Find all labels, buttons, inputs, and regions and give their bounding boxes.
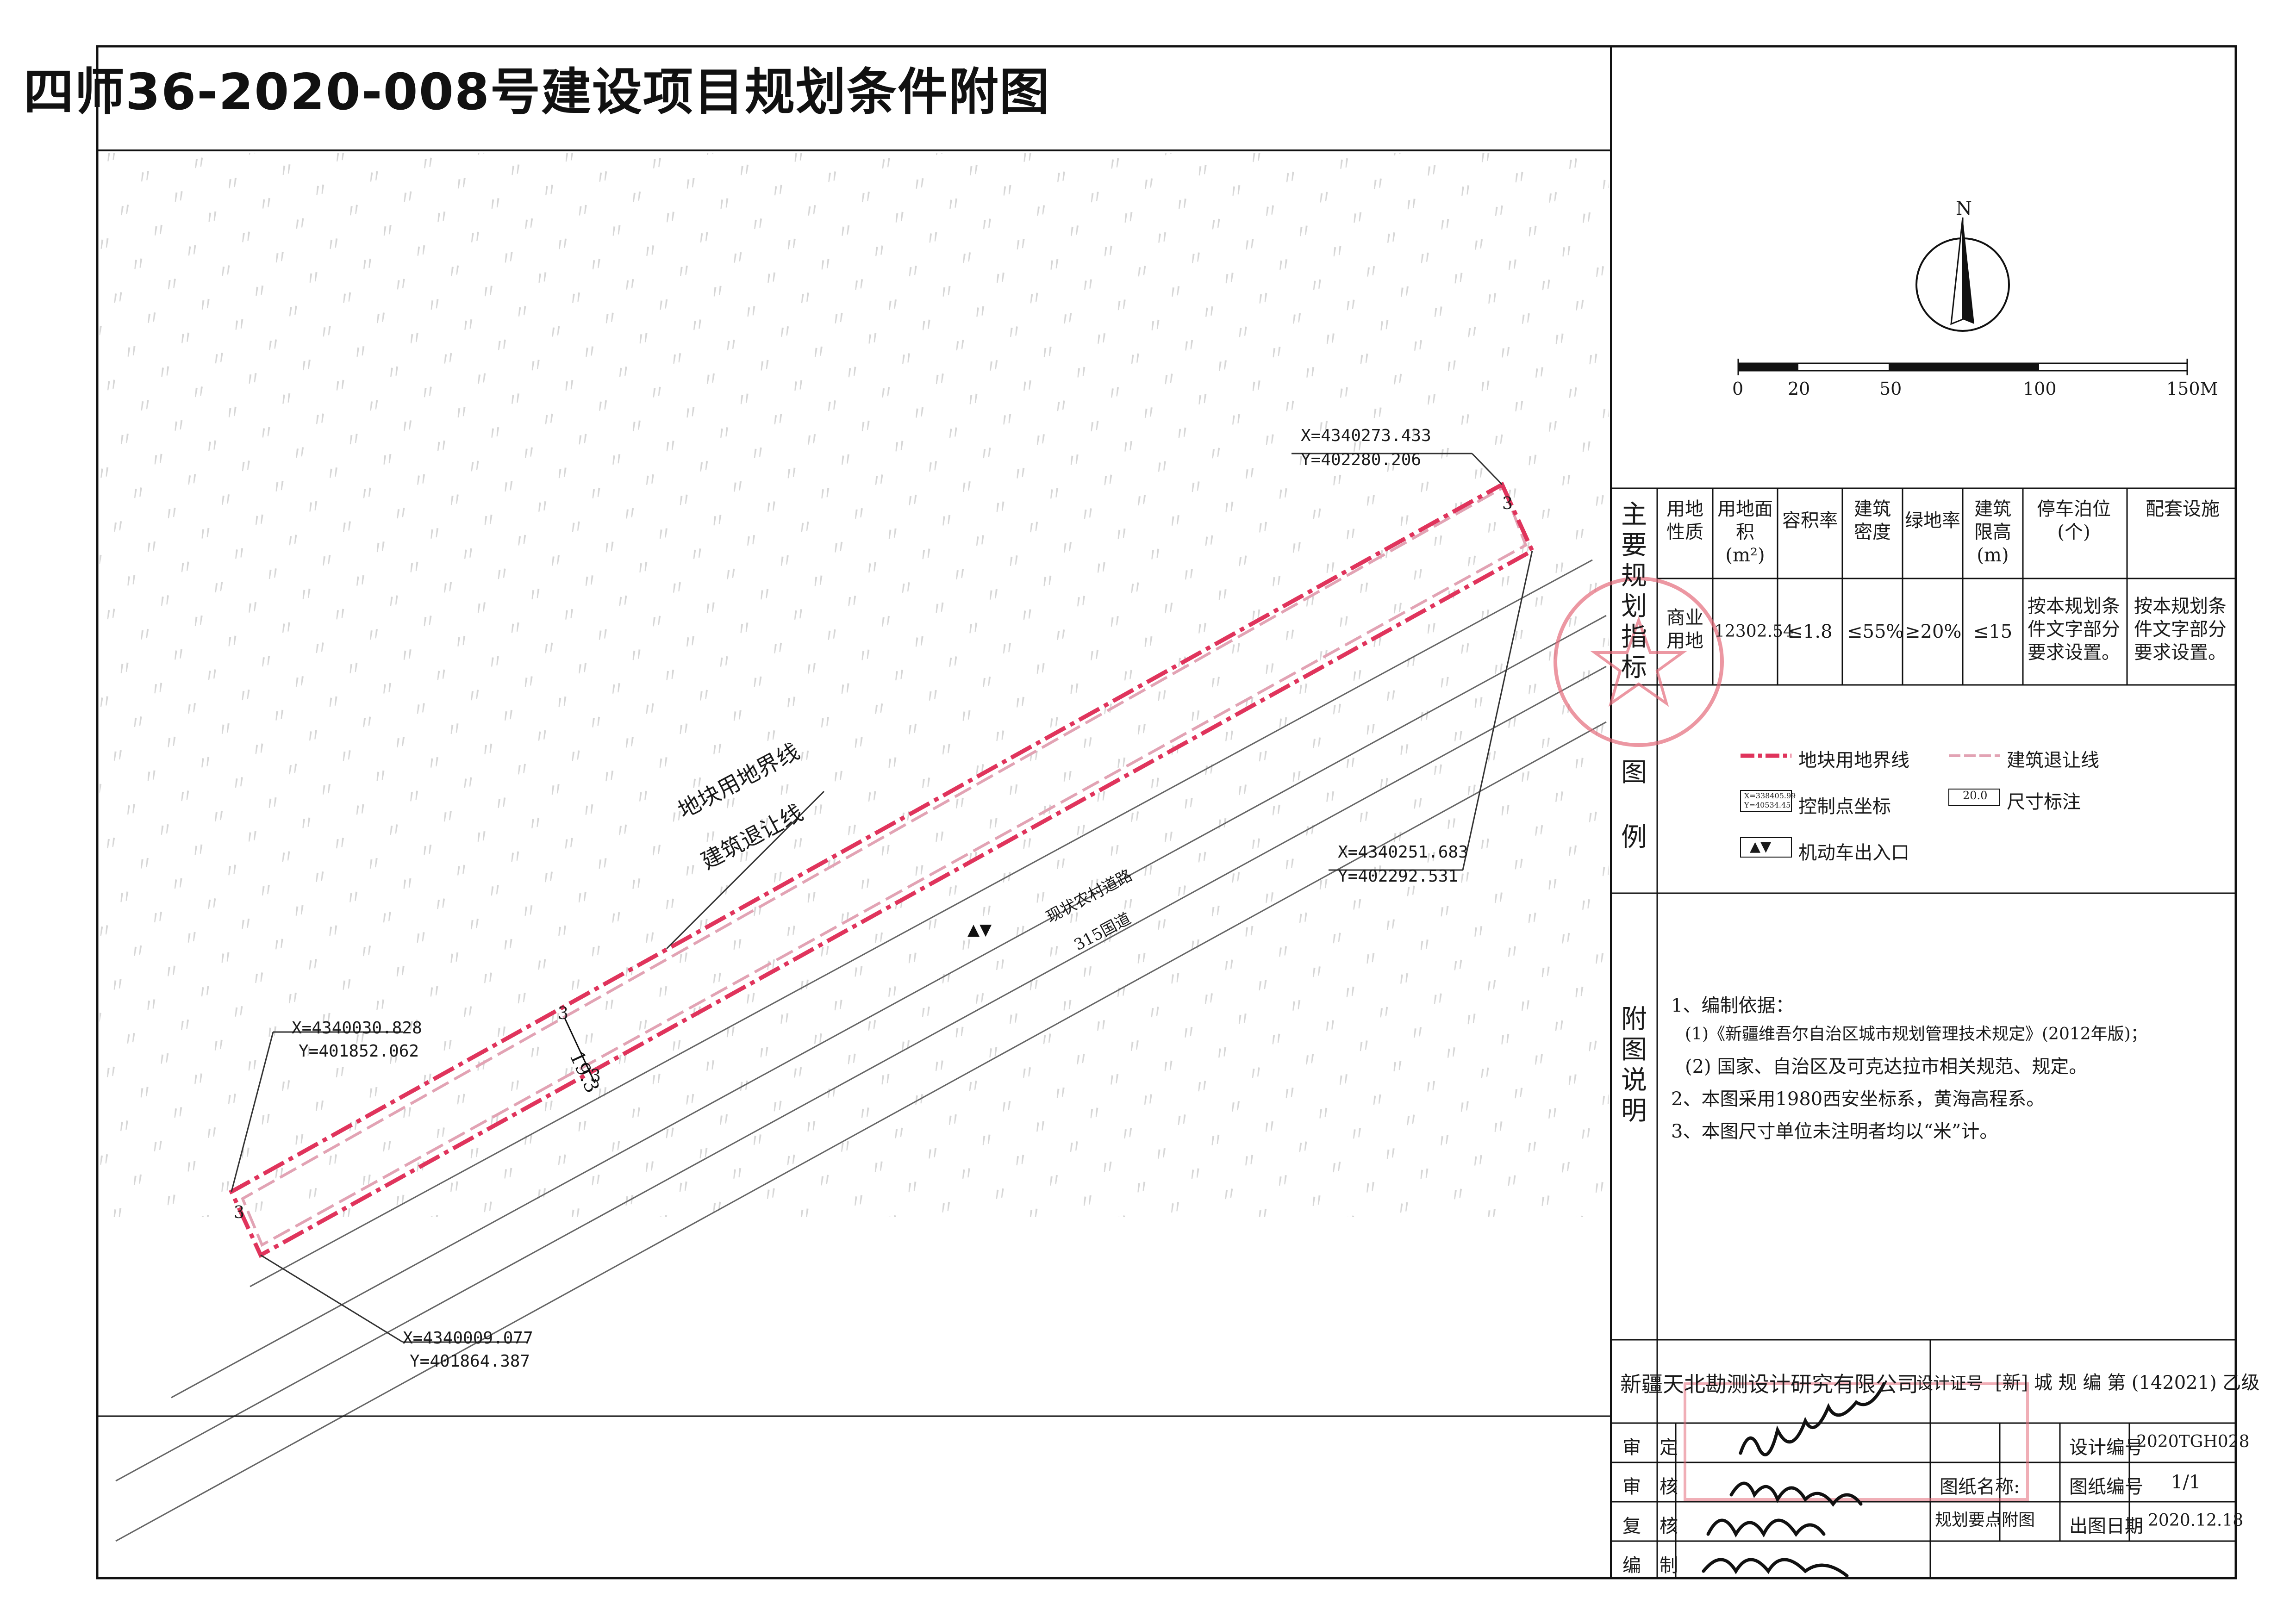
road-edge-3 (115, 665, 1607, 1482)
coord-pt3-x: X=4340030.828 (292, 1019, 422, 1038)
north-label: N (1956, 198, 1972, 219)
legend-access-label: 机动车出入口 (1798, 842, 1909, 864)
setback-dim-label-left: 3 (234, 1203, 244, 1222)
notes-section-label: 附图说明 (1621, 1004, 1647, 1126)
scale-tick-100: 100 (2023, 379, 2057, 399)
official-seal (1554, 577, 1724, 747)
date-value: 2020.12.18 (2148, 1511, 2244, 1530)
signature-check (1706, 1518, 1826, 1538)
note-line-4: 2、本图采用1980西安坐标系，黄海高程系。 (1671, 1088, 2045, 1110)
leader-callout (666, 790, 825, 950)
coord-pt2-y: Y=402292.531 (1338, 867, 1459, 886)
drawing-name: 规划要点附图 (1935, 1511, 2035, 1530)
road-edge-4 (115, 721, 1607, 1542)
legend-boundary-label: 地块用地界线 (1798, 750, 1909, 771)
legend-control-point-label: 控制点坐标 (1798, 796, 1891, 817)
indicator-header-facilities: 配套设施 (2146, 498, 2220, 520)
legend-dim-sample-value: 20.0 (1963, 789, 1988, 802)
scale-bar (1737, 359, 2188, 375)
outer-frame (96, 45, 2237, 1579)
page-title: 四师36-2020-008号建设项目规划条件附图 (24, 32, 1578, 143)
indicator-header-parking: 停车泊位(个) (2037, 498, 2111, 543)
indicator-value-facilities: 按本规划条件文字部分要求设置。 (2134, 596, 2227, 663)
indicator-header-area: 用地面积(m²) (1717, 498, 1773, 566)
legend-dimension-label: 尺寸标注 (2007, 791, 2081, 813)
drawing-no-label: 图纸编号 (2069, 1476, 2143, 1498)
scale-tick-0: 0 (1732, 379, 1744, 399)
note-line-2: (1)《新疆维吾尔自治区城市规划管理技术规定》(2012年版)； (1685, 1025, 2147, 1044)
cert-label: 设计证号 (1916, 1374, 1984, 1393)
signature-compile (1702, 1558, 1849, 1578)
page-title-text: 四师36-2020-008号建设项目规划条件附图 (24, 63, 1050, 121)
road-edge-2 (171, 615, 1607, 1399)
signature-review (1729, 1481, 1863, 1507)
legend-access-sample (1740, 837, 1792, 858)
design-no: 2020TGH028 (2136, 1432, 2250, 1451)
coord-pt3-y: Y=401852.062 (299, 1042, 419, 1061)
design-no-label: 设计编号 (2069, 1437, 2143, 1458)
indicator-header-height: 建筑限高(m) (1974, 498, 2011, 566)
setback-line (241, 485, 1528, 1247)
leader-pt3 (231, 1032, 274, 1192)
indicator-value-density: ≤55% (1847, 621, 1904, 642)
scale-tick-20: 20 (1788, 379, 1810, 399)
signature-approve (1739, 1382, 1886, 1456)
drawing-name-label: 图纸名称: (1940, 1476, 2020, 1498)
drawing-no: 1/1 (2171, 1472, 2201, 1493)
company-name: 新疆天北勘测设计研究有限公司 (1620, 1372, 1918, 1397)
indicator-header-green: 绿地率 (1905, 510, 1960, 531)
indicator-value-height: ≤15 (1973, 621, 2013, 642)
coord-pt1-x: X=4340273.433 (1301, 426, 1431, 445)
north-arrow-icon (1915, 217, 2010, 332)
vehicle-access-icon: ▲▼ (967, 920, 992, 939)
legend-coord-sample (1740, 790, 1792, 812)
road-edge-1 (250, 559, 1593, 1287)
coord-pt4-x: X=4340009.077 (403, 1329, 533, 1348)
leader-pt4 (260, 1254, 403, 1343)
note-line-3: (2) 国家、自治区及可克达拉市相关规范、规定。 (1685, 1056, 2088, 1077)
indicators-section-label: 主要规划指标 (1621, 500, 1647, 683)
leaders (231, 453, 1533, 1343)
coord-pt2-x: X=4340251.683 (1338, 843, 1468, 862)
legend-coord-sample-x: X=338405.99 (1744, 791, 1796, 800)
indicator-header-far: 容积率 (1782, 510, 1838, 531)
indicator-value-far: ≤1.8 (1787, 621, 1833, 642)
width-dimension-line (564, 1018, 596, 1083)
indicator-header-density: 建筑密度 (1854, 498, 1891, 543)
legend-coord-sample-y: Y=40534.45 (1744, 801, 1791, 809)
row-compile-label: 编 制 (1622, 1555, 1678, 1576)
indicator-value-use: 商业用地 (1666, 607, 1703, 652)
note-line-1: 1、编制依据： (1671, 995, 1794, 1016)
row-check-label: 复 核 (1622, 1516, 1678, 1537)
setback-dim-label-mid-2: 3 (590, 1067, 601, 1086)
date-label: 出图日期 (2069, 1516, 2143, 1537)
note-line-5: 3、本图尺寸单位未注明者均以“米”计。 (1671, 1121, 1998, 1142)
indicator-header-use: 用地性质 (1666, 498, 1703, 543)
legend-access-icon: ▲▼ (1750, 839, 1772, 855)
indicator-value-green: ≥20% (1905, 621, 1962, 642)
cert-value: [新] 城 规 编 第 (142021) 乙级 (1995, 1372, 2260, 1393)
coord-pt4-y: Y=401864.387 (410, 1352, 530, 1371)
indicator-value-area: 12302.54 (1714, 622, 1794, 641)
scale-tick-150: 150M (2166, 379, 2218, 399)
legend-dim-sample (1948, 789, 2000, 806)
row-review-label: 审 核 (1622, 1476, 1678, 1498)
leader-pt2 (1462, 550, 1533, 871)
indicator-value-parking: 按本规划条件文字部分要求设置。 (2028, 596, 2120, 663)
signatures (1702, 1382, 1886, 1578)
setback-dim-label-mid-1: 3 (558, 1004, 568, 1023)
terrain-hatch (100, 153, 1609, 1217)
legend-section-label: 图例 (1621, 758, 1647, 852)
leader-pt1 (1471, 453, 1503, 485)
row-approve-label: 审 定 (1622, 1437, 1678, 1458)
coord-pt1-y: Y=402280.206 (1301, 450, 1422, 469)
legend-setback-label: 建筑退让线 (2007, 750, 2099, 771)
roads (115, 559, 1607, 1542)
setback-dim-label-top: 3 (1502, 494, 1513, 513)
title-block-grid (97, 1340, 2236, 1578)
scale-tick-50: 50 (1879, 379, 1902, 399)
